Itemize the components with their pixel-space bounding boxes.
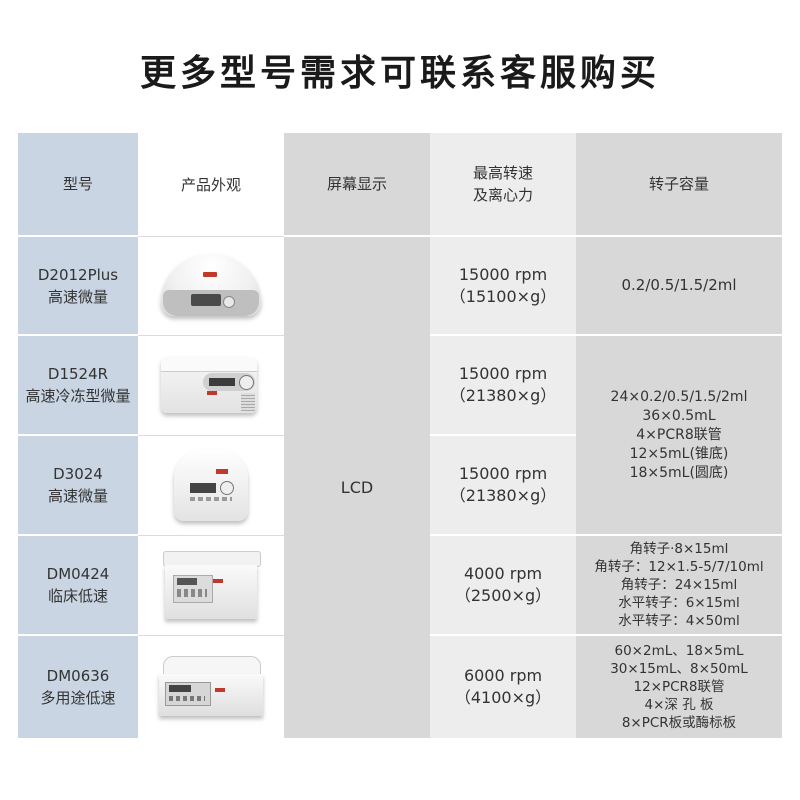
- centrifugal-force: （21380×g）: [449, 386, 557, 405]
- header-appearance: 产品外观: [138, 133, 284, 237]
- capacity-line: 角转子：24×15ml: [620, 577, 738, 593]
- model-type: 高速冷冻型微量: [25, 387, 131, 405]
- max-speed: 4000 rpm: [463, 564, 543, 583]
- capacity-line: 36×0.5mL: [642, 407, 716, 424]
- model-cell: D1524R 高速冷冻型微量: [18, 336, 138, 436]
- capacity-cell: 60×2mL、18×5mL 30×15mL、8×50mL 12×PCR8联管 4…: [576, 636, 782, 738]
- model-cell: DM0424 临床低速: [18, 536, 138, 636]
- header-speed-line2: 及离心力: [472, 186, 533, 204]
- model-code: DM0636: [46, 667, 110, 685]
- product-image-cell: [138, 636, 284, 738]
- max-speed: 15000 rpm: [458, 364, 548, 383]
- header-speed: 最高转速 及离心力: [430, 133, 576, 237]
- header-speed-line1: 最高转速: [472, 164, 533, 182]
- page-title: 更多型号需求可联系客服购买: [139, 53, 660, 94]
- capacity-line: 18×5mL(圆底): [629, 464, 729, 481]
- capacity-line: 60×2mL、18×5mL: [614, 643, 744, 659]
- model-code: D1524R: [47, 365, 109, 383]
- clinical-centrifuge-icon: [159, 547, 263, 625]
- refrigerated-centrifuge-icon: [159, 351, 263, 421]
- speed-cell: 15000 rpm （21380×g）: [430, 436, 576, 536]
- spec-table: 型号 产品外观 屏幕显示 最高转速 及离心力 转子容量 D2012Plus 高速…: [18, 133, 782, 738]
- speed-cell: 6000 rpm （4100×g）: [430, 636, 576, 738]
- capacity-cell: 24×0.2/0.5/1.5/2ml 36×0.5mL 4×PCR8联管 12×…: [576, 336, 782, 536]
- capacity-line: 8×PCR板或酶标板: [621, 715, 737, 731]
- model-type: 高速微量: [47, 287, 108, 306]
- model-cell: D3024 高速微量: [18, 436, 138, 536]
- capacity-cell: 角转子·8×15ml 角转子：12×1.5-5/7/10ml 角转子：24×15…: [576, 536, 782, 636]
- model-cell: DM0636 多用途低速: [18, 636, 138, 738]
- display-type: LCD: [284, 237, 430, 738]
- capacity-line: 12×5mL(锥底): [629, 445, 729, 462]
- model-type: 多用途低速: [40, 689, 116, 707]
- model-type: 临床低速: [47, 587, 108, 605]
- speed-cell: 15000 rpm （15100×g）: [430, 237, 576, 336]
- capacity-line: 4×深 孔 板: [644, 697, 714, 713]
- header-model: 型号: [18, 133, 138, 237]
- centrifugal-force: （15100×g）: [449, 286, 557, 306]
- capacity-line: 水平转子：4×50ml: [618, 613, 740, 629]
- capacity-line: 0.2/0.5/1.5/2ml: [621, 276, 737, 294]
- max-speed: 15000 rpm: [458, 464, 548, 483]
- max-speed: 6000 rpm: [463, 666, 543, 685]
- speed-cell: 4000 rpm （2500×g）: [430, 536, 576, 636]
- product-image-cell: [138, 536, 284, 636]
- capacity-cell: 0.2/0.5/1.5/2ml: [576, 237, 782, 336]
- mini-centrifuge-icon: [155, 250, 267, 322]
- capacity-line: 水平转子：6×15ml: [618, 595, 740, 611]
- capacity-line: 12×PCR8联管: [633, 679, 725, 695]
- header-capacity: 转子容量: [576, 133, 782, 237]
- model-code: D2012Plus: [37, 265, 119, 284]
- capacity-line: 4×PCR8联管: [636, 426, 722, 443]
- capacity-line: 24×0.2/0.5/1.5/2ml: [610, 388, 748, 405]
- model-code: DM0424: [46, 565, 110, 583]
- product-image-cell: [138, 436, 284, 536]
- header-display: 屏幕显示: [284, 133, 430, 237]
- product-image-cell: [138, 336, 284, 436]
- model-code: D3024: [53, 465, 103, 483]
- centrifugal-force: （2500×g）: [454, 586, 552, 605]
- max-speed: 15000 rpm: [458, 264, 548, 284]
- multipurpose-centrifuge-icon: [155, 652, 267, 722]
- model-type: 高速微量: [47, 487, 108, 505]
- centrifugal-force: （21380×g）: [449, 486, 557, 505]
- microcentrifuge-icon: [168, 445, 254, 527]
- capacity-line: 30×15mL、8×50mL: [610, 661, 748, 677]
- centrifugal-force: （4100×g）: [454, 688, 552, 707]
- capacity-line: 角转子：12×1.5-5/7/10ml: [594, 559, 764, 575]
- model-cell: D2012Plus 高速微量: [18, 237, 138, 336]
- speed-cell: 15000 rpm （21380×g）: [430, 336, 576, 436]
- capacity-line: 角转子·8×15ml: [629, 541, 729, 557]
- product-image-cell: [138, 237, 284, 336]
